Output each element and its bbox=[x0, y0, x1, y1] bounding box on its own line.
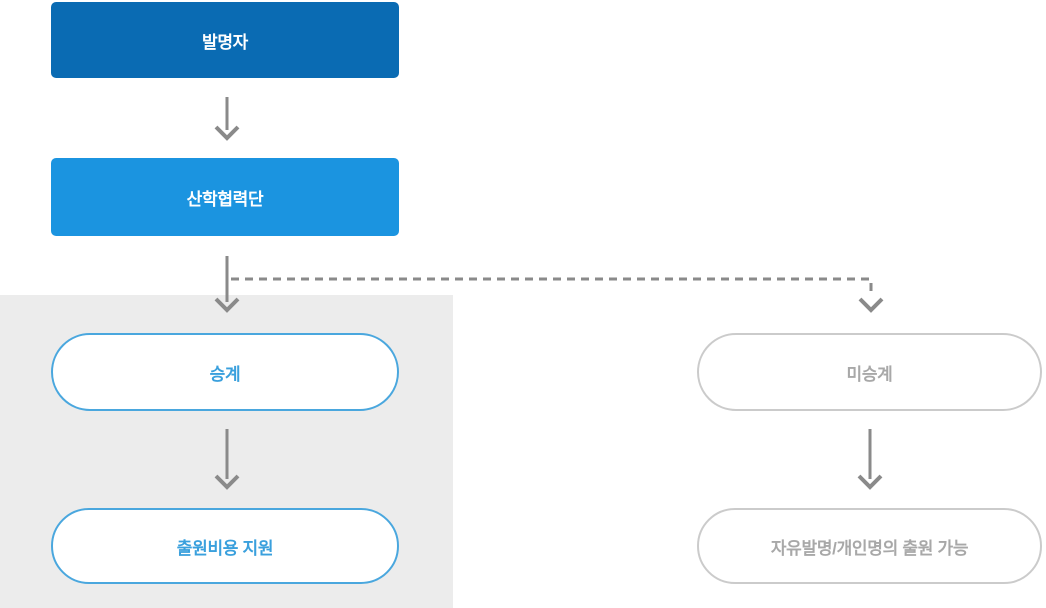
node-inventor: 발명자 bbox=[51, 2, 399, 78]
arrow-down-icon bbox=[857, 429, 883, 490]
node-non-succession-label: 미승계 bbox=[846, 364, 893, 384]
node-succession: 승계 bbox=[51, 333, 399, 411]
node-cost-support: 출원비용 지원 bbox=[51, 508, 399, 584]
node-free-invention-label: 자유발명/개인명의 출원 가능 bbox=[770, 538, 969, 558]
node-foundation: 산학협력단 bbox=[51, 158, 399, 236]
node-cost-support-label: 출원비용 지원 bbox=[176, 538, 274, 558]
node-free-invention: 자유발명/개인명의 출원 가능 bbox=[697, 508, 1042, 584]
node-succession-label: 승계 bbox=[209, 364, 241, 384]
node-foundation-label: 산학협력단 bbox=[186, 189, 264, 209]
arrow-down-icon bbox=[214, 97, 240, 141]
node-non-succession: 미승계 bbox=[697, 333, 1042, 411]
node-inventor-label: 발명자 bbox=[201, 32, 249, 52]
